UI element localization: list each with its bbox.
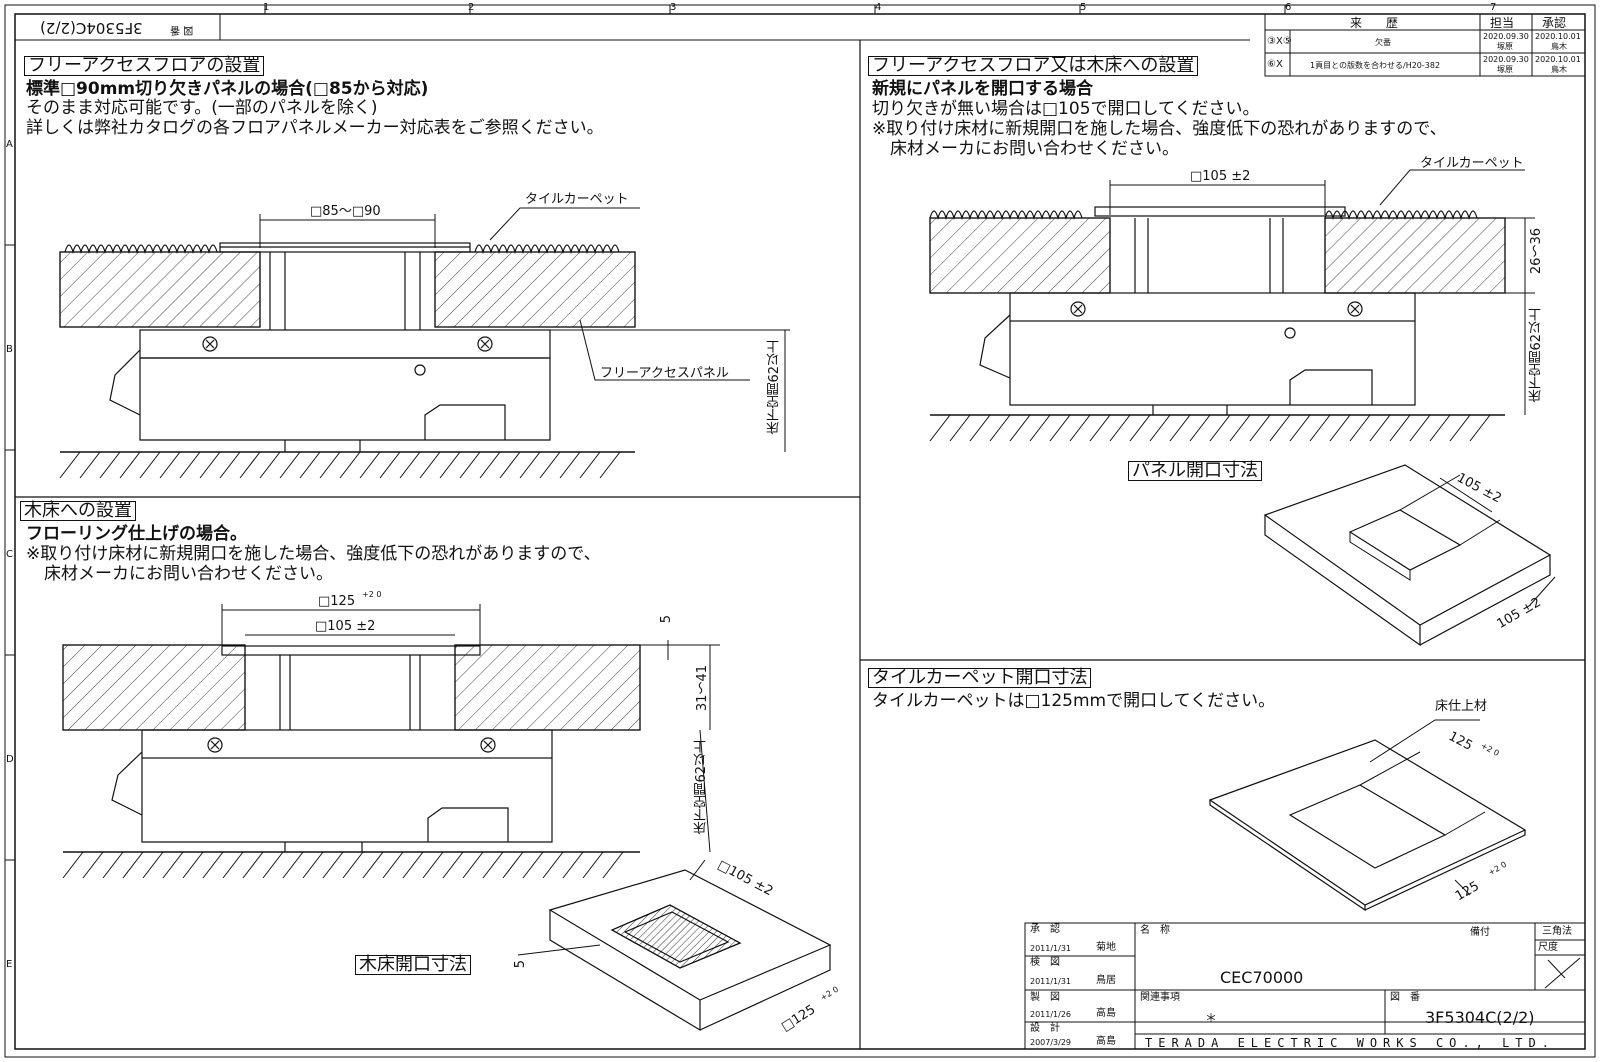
grid-col-7: 7	[1490, 2, 1497, 13]
free-access-drawing	[59, 207, 790, 479]
tile-line1: タイルカーペットは□125mmで開口してください。	[872, 691, 1276, 711]
tile-carpet-left	[64, 244, 620, 255]
title-block-grid	[1024, 922, 1586, 1050]
grid-col-6: 6	[1285, 2, 1292, 13]
rev-row2-mark: ⑥X	[1267, 59, 1283, 70]
free-access-dim-cutout: □85～□90	[310, 204, 381, 219]
tb-approve-label: 承 認	[1030, 924, 1060, 935]
free-access-line1: 標準□90mm切り欠きパネルの場合(□85から対応)	[26, 79, 429, 99]
tb-related-value: ＊	[1205, 1011, 1218, 1025]
grid-row-c: C	[6, 549, 13, 560]
wood-line3: 床材メーカにお問い合わせください。	[44, 564, 333, 584]
wood-floor-drawing	[62, 604, 720, 879]
panel-iso-drawing	[1263, 464, 1556, 647]
new-panel-drawing	[929, 169, 1535, 442]
rev-row1-date2: 2020.10.01	[1535, 32, 1581, 41]
wood-iso-title: 木床開口寸法	[355, 955, 471, 975]
tb-design-label: 設 計	[1030, 1023, 1060, 1034]
tb-scale-label: 尺度	[1538, 942, 1558, 953]
wood-line2: ※取り付け床材に新規開口を施した場合、強度低下の恐れがありますので、	[26, 544, 601, 564]
grid-col-1: 1	[263, 2, 270, 13]
tb-company: TERADA ELECTRIC WORKS CO., LTD.	[1145, 1036, 1555, 1050]
wood-dim-outer: □125	[318, 594, 356, 609]
tb-check-date: 2011/1/31	[1030, 977, 1072, 986]
new-panel-label-tile: タイルカーペット	[1420, 156, 1524, 171]
rotated-doc-label: 図 番	[170, 24, 194, 35]
free-access-line2: そのまま対応可能です。(一部のパネルを除く)	[26, 98, 378, 118]
rev-row2-name1: 塚原	[1497, 65, 1513, 74]
wood-iso-dim-5: 5	[513, 960, 528, 969]
rev-row1-name1: 塚原	[1497, 42, 1513, 51]
new-panel-line4: 床材メーカにお問い合わせください。	[890, 139, 1179, 159]
rev-row2-date2: 2020.10.01	[1535, 55, 1581, 64]
grid-row-d: D	[6, 754, 14, 765]
rotated-docno-box	[14, 13, 221, 41]
wood-dim-inner: □105 ±2	[315, 619, 376, 634]
wood-dim-outer-tol: +2 0	[362, 590, 382, 599]
rev-row2-date1: 2020.09.30	[1483, 55, 1529, 64]
rev-row1-mark: ③X⑤	[1267, 36, 1292, 47]
new-panel-dim-opening: □105 ±2	[1190, 169, 1251, 184]
rev-header-approve: 承認	[1542, 16, 1567, 30]
wood-dim-thickness: 31～41	[695, 665, 710, 712]
rotated-doc-number: 3F5304C(2/2)	[40, 19, 143, 37]
tb-design-name: 高島	[1096, 1036, 1116, 1047]
tb-draw-label: 製 図	[1030, 992, 1060, 1003]
tb-dwg-no: 3F5304C(2/2)	[1425, 1008, 1535, 1027]
rev-row2-text: 1頁目との版数を合わせる/H20-382	[1310, 61, 1441, 70]
tb-approve-date: 2011/1/31	[1030, 944, 1072, 953]
wood-iso-drawing	[517, 859, 832, 1032]
wood-dim-5: 5	[659, 615, 674, 624]
tb-name-label: 名 称	[1140, 925, 1170, 936]
tile-title: タイルカーペット開口寸法	[868, 668, 1092, 688]
tile-label-finish: 床仕上材	[1435, 699, 1488, 714]
grid-col-3: 3	[670, 2, 677, 13]
wood-title: 木床への設置	[20, 501, 136, 521]
tb-dwg-label: 図 番	[1390, 992, 1420, 1003]
tb-draw-name: 高島	[1096, 1008, 1116, 1019]
tb-related-label: 関連事項	[1140, 992, 1180, 1003]
new-panel-dim-thickness: 26～36	[1529, 228, 1544, 275]
tb-check-name: 鳥居	[1096, 975, 1116, 986]
tb-design-date: 2007/3/29	[1030, 1038, 1072, 1047]
rev-header-history: 来 歴	[1350, 16, 1399, 30]
grid-row-b: B	[6, 344, 13, 355]
wood-line1: フローリング仕上げの場合。	[26, 524, 247, 544]
new-panel-line2: 切り欠きが無い場合は□105で開口してください。	[872, 99, 1260, 119]
new-panel-title: フリーアクセスフロア又は木床への設置	[868, 56, 1199, 76]
new-panel-iso-title: パネル開口寸法	[1128, 461, 1262, 481]
grid-row-e: E	[6, 959, 13, 970]
new-panel-label-space: 床下空間62以上	[1529, 308, 1544, 403]
rev-row1-name2: 鳥木	[1551, 42, 1567, 51]
wood-label-space: 床下空間62以上	[694, 740, 709, 835]
free-access-label-panel: フリーアクセスパネル	[600, 366, 729, 381]
grid-col-2: 2	[468, 2, 475, 13]
tb-remarks-label: 備付	[1470, 927, 1490, 938]
grid-col-5: 5	[1080, 2, 1087, 13]
new-panel-line1: 新規にパネルを開口する場合	[872, 79, 1093, 99]
tile-iso-drawing	[1208, 719, 1527, 912]
revision-table-grid	[1264, 13, 1586, 77]
tb-check-label: 検 図	[1030, 957, 1060, 968]
new-panel-line3: ※取り付け床材に新規開口を施した場合、強度低下の恐れがありますので、	[872, 119, 1447, 139]
rev-row1-text: 欠番	[1375, 38, 1391, 47]
drawing-frame	[4, 4, 1596, 1058]
rev-header-person: 担当	[1490, 16, 1515, 30]
free-access-title: フリーアクセスフロアの設置	[24, 56, 265, 76]
rev-row1-date1: 2020.09.30	[1483, 32, 1529, 41]
free-access-label-tile: タイルカーペット	[525, 192, 629, 207]
tb-draw-date: 2011/1/26	[1030, 1010, 1072, 1019]
tb-approve-name: 菊地	[1096, 942, 1116, 953]
grid-row-a: A	[6, 139, 13, 150]
grid-col-4: 4	[875, 2, 882, 13]
free-access-line3: 詳しくは弊社カタログの各フロアパネルメーカー対応表をご参照ください。	[26, 118, 604, 138]
free-access-label-space: 床下空間62以上	[767, 340, 782, 435]
rev-row2-name2: 鳥木	[1551, 65, 1567, 74]
tb-product: CEC70000	[1220, 968, 1304, 987]
tb-projection: 三角法	[1542, 926, 1572, 937]
